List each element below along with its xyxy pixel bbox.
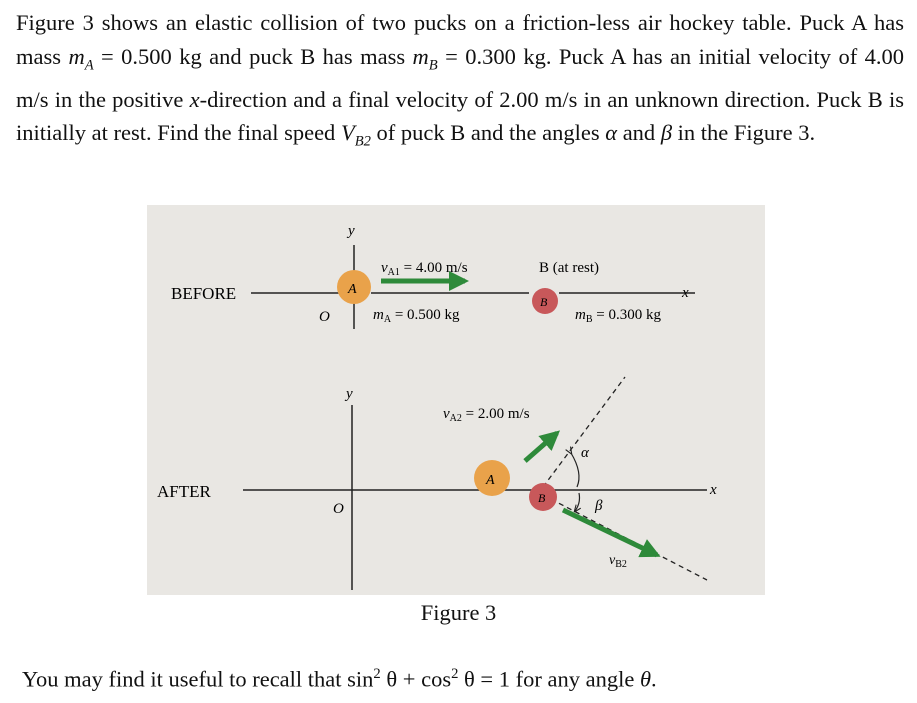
vb2-label: vB2	[609, 553, 627, 570]
problem-text-1: Figure 3 shows an elastic collision of t…	[16, 10, 904, 69]
collision-diagram: BEFORE y O A vA1 = 4.00 m/s B (at rest) …	[157, 223, 717, 590]
mass-a-subscript: A	[84, 57, 94, 73]
before-y-label: y	[346, 223, 355, 239]
alpha-label: α	[581, 445, 590, 461]
figure-caption: Figure 3	[420, 600, 497, 625]
puck-a-before-label: A	[347, 282, 357, 297]
after-label: AFTER	[157, 482, 212, 501]
mass-b-subscript: B	[428, 57, 438, 73]
beta-arc	[575, 492, 580, 511]
mb-label: mB = 0.300 kg	[575, 307, 661, 325]
alpha-symbol: α	[605, 120, 618, 145]
mass-a-symbol: m	[68, 43, 85, 69]
puck-a-before	[337, 270, 371, 304]
va2-arrow	[523, 430, 561, 463]
before-x-label: x	[681, 285, 689, 301]
puck-a-after-label: A	[485, 473, 495, 488]
x-direction-symbol: x	[189, 86, 200, 112]
vb2-subscript: B2	[354, 133, 371, 150]
vb2-symbol: V	[340, 120, 355, 145]
puck-b-after	[529, 483, 557, 511]
after-origin-label: O	[333, 501, 344, 517]
problem-text-2: -direction and a final velocity of 2.00 …	[16, 86, 904, 146]
before-origin-label: O	[319, 309, 330, 325]
puck-b-before	[532, 288, 558, 314]
before-label: BEFORE	[171, 284, 236, 303]
theta-symbol: θ	[639, 666, 651, 692]
beta-symbol: β	[660, 120, 673, 145]
va1-label: vA1 = 4.00 m/s	[381, 260, 468, 278]
b-at-rest-label: B (at rest)	[539, 260, 599, 276]
mass-b-value: = 0.300 kg. Puck A has an initial veloci…	[16, 43, 904, 112]
vb2-arrow	[561, 507, 661, 558]
va2-guide-dashed	[542, 376, 626, 488]
problem-text-5: in the Figure 3.	[672, 120, 816, 145]
after-y-label: y	[344, 386, 353, 402]
beta-label: β	[594, 498, 603, 514]
after-x-label: x	[709, 482, 717, 498]
problem-text-3: of puck B and the angles	[370, 120, 606, 145]
problem-statement: Figure 3 shows an elastic collision of t…	[16, 6, 904, 159]
problem-text-4: and	[617, 120, 661, 145]
figure-3-diagram: BEFORE y O A vA1 = 4.00 m/s B (at rest) …	[147, 205, 765, 595]
ma-label: mA = 0.500 kg	[373, 307, 460, 325]
puck-b-before-label: B	[540, 295, 548, 309]
puck-a-after	[474, 460, 510, 496]
mass-a-value: = 0.500 kg and puck B has mass	[93, 43, 413, 69]
puck-b-after-label: B	[538, 491, 546, 505]
alpha-arc	[571, 453, 580, 488]
va2-label: vA2 = 2.00 m/s	[443, 406, 530, 424]
mass-b-symbol: m	[412, 43, 429, 69]
trig-identity-note: You may find it useful to recall that si…	[22, 666, 657, 692]
